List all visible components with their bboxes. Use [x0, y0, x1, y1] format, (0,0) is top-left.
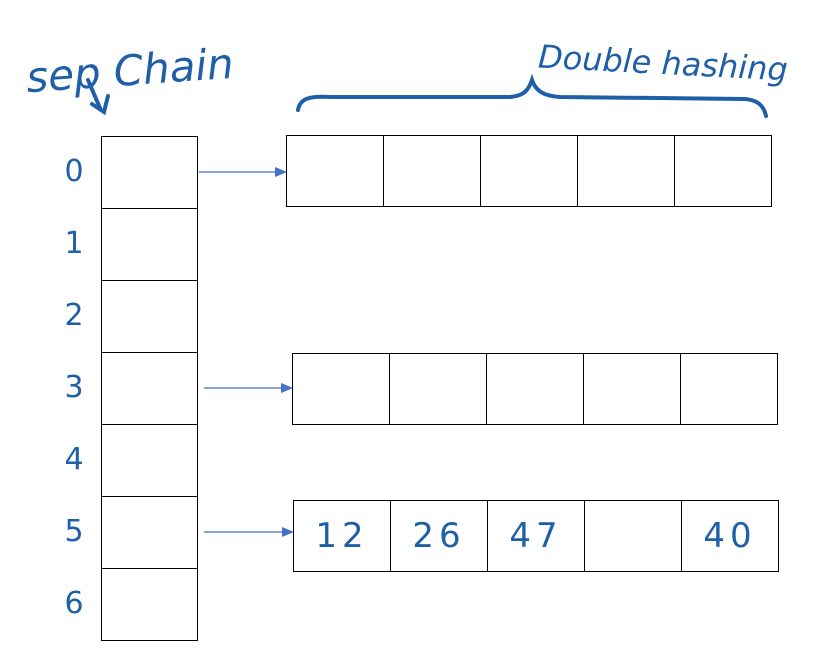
chain-cell-value: 40: [703, 516, 757, 556]
slot-index-label: 5: [64, 514, 84, 549]
hash-table-slot-2: [101, 280, 198, 353]
chain-cell: [680, 353, 778, 425]
chain-cell-value: 12: [315, 516, 369, 556]
chain-cell: [577, 135, 675, 207]
arrow-stroke-sep-b: [90, 94, 110, 116]
slot-index-label: 4: [64, 442, 84, 477]
hash-table-slot-5: [101, 496, 198, 569]
slot-index-label: 6: [64, 586, 84, 621]
curly-brace: [296, 73, 768, 118]
chain-cell: [389, 353, 487, 425]
slot-index-label: 1: [64, 226, 84, 261]
slot-index-label: 2: [64, 298, 84, 333]
chain-cell: 40: [681, 500, 779, 572]
chain-cell: [486, 353, 584, 425]
hash-table-slot-0: [101, 136, 198, 209]
chain-cell: 26: [390, 500, 488, 572]
chain-cell: [583, 353, 681, 425]
slot-index-label: 0: [64, 154, 84, 189]
chain-cell-value: 47: [509, 516, 563, 556]
chain-cell-value: 26: [412, 516, 466, 556]
slot-index-label: 3: [64, 370, 84, 405]
chain-cell: [480, 135, 578, 207]
hash-table-slot-6: [101, 568, 198, 641]
hash-table-slot-1: [101, 208, 198, 281]
chain-cell: [286, 135, 384, 207]
chain-cell: [584, 500, 682, 572]
chain-cell: [383, 135, 481, 207]
arrow-stroke-sep-a: [86, 78, 102, 110]
hash-table-slot-4: [101, 424, 198, 497]
chain-cell: 47: [487, 500, 585, 572]
chain-cell: 12: [293, 500, 391, 572]
chain-cell: [292, 353, 390, 425]
hash-table-slot-3: [101, 352, 198, 425]
chain-cell: [674, 135, 772, 207]
